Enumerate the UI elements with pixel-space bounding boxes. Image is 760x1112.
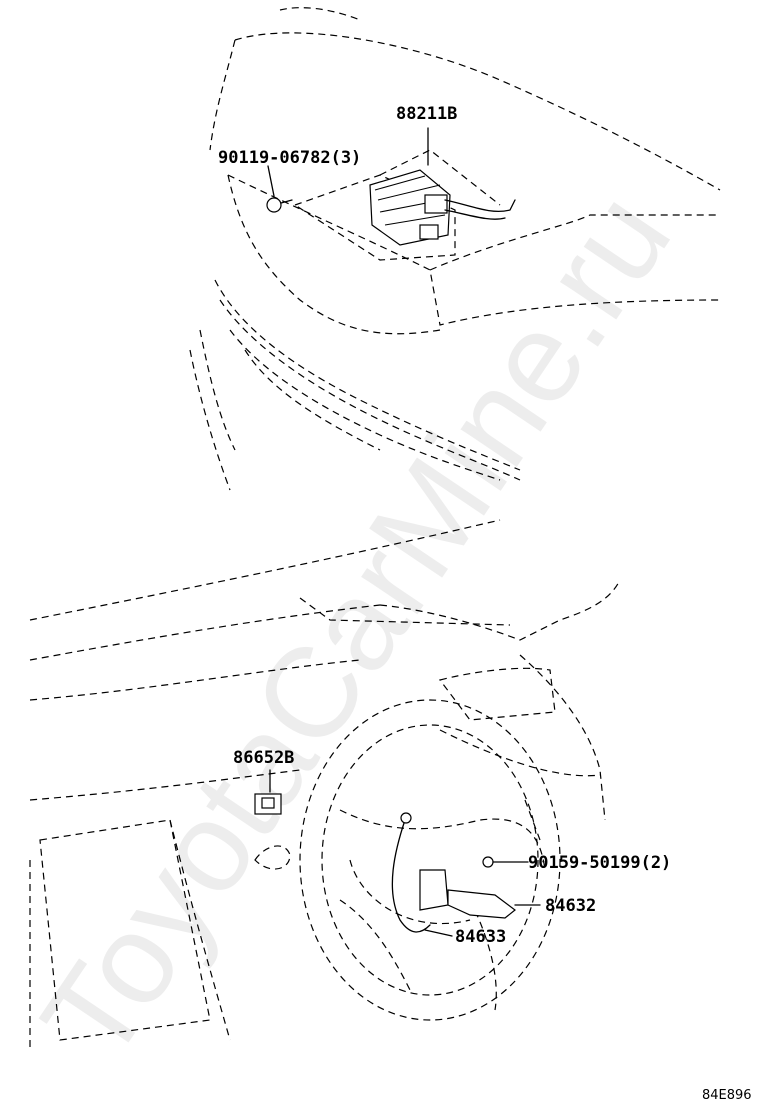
steering-wheel-illustration [299, 699, 561, 1021]
diagram-code: 84E896 [702, 1088, 752, 1103]
callout-radar-bolt: 90119-06782(3) [218, 148, 361, 168]
callout-spiral-screw: 90159-50199(2) [528, 853, 671, 873]
leader-wire [424, 929, 453, 937]
radar-sensor-part [369, 169, 516, 246]
switch-assy-part [391, 812, 516, 933]
dashboard-illustration [29, 519, 621, 1050]
callout-wire: 84633 [455, 927, 506, 947]
bolt-icon [266, 197, 293, 213]
leader-radar-bolt [267, 165, 275, 197]
callout-switch-assy: 84632 [545, 896, 596, 916]
watermark: ToyotaCarMine.ru [15, 168, 698, 1085]
callout-radar-sensor: 88211B [396, 104, 457, 124]
callout-cruise-switch: 86652B [233, 748, 294, 768]
front-bumper-illustration [189, 7, 721, 491]
screw-icon [482, 856, 494, 868]
cruise-switch-part [254, 793, 282, 815]
